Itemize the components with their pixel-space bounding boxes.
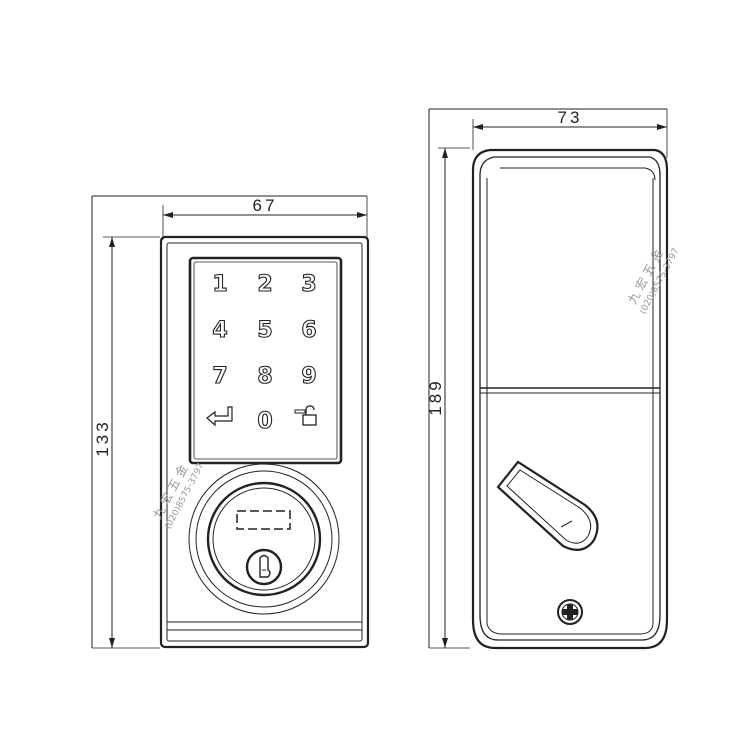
keypad-key-6[interactable]: 6: [301, 317, 317, 343]
back-width-label: 73: [558, 108, 583, 127]
keypad-key-5[interactable]: 5: [257, 317, 273, 343]
front-width-label: 67: [253, 196, 278, 215]
keypad-key-2[interactable]: 2: [257, 271, 273, 297]
front-height-dimension: 133: [91, 196, 160, 649]
thumb-turn-handle[interactable]: [496, 460, 599, 551]
keypad-key-9[interactable]: 9: [301, 363, 317, 389]
back-width-dimension: 73: [429, 108, 668, 158]
front-width-dimension: 67: [92, 195, 368, 240]
watermark-back: 九 宏 五 金 (020)8575-3797: [624, 247, 681, 316]
keypad-key-8[interactable]: 8: [257, 363, 273, 389]
screw-icon: [557, 599, 583, 625]
enter-arrow-icon[interactable]: [206, 406, 233, 427]
back-height-dimension: 189: [426, 109, 470, 649]
back-lock-body: [471, 148, 669, 650]
back-view: 73 189: [426, 108, 682, 650]
keypad-key-1[interactable]: 1: [212, 271, 228, 297]
keypad-panel: 1 2 3 4 5 6 7 8 9 0: [188, 256, 343, 465]
front-lock-body: [159, 235, 370, 649]
unlock-padlock-icon[interactable]: [294, 405, 317, 426]
back-height-label: 189: [426, 378, 445, 415]
keypad-key-7[interactable]: 7: [212, 363, 228, 389]
keyhole-icon[interactable]: [245, 548, 283, 586]
front-height-label: 133: [93, 419, 112, 456]
keypad-key-4[interactable]: 4: [212, 317, 228, 343]
keypad-key-0[interactable]: 0: [257, 408, 273, 434]
keypad-key-3[interactable]: 3: [301, 271, 317, 297]
watermark-front: 九 宏 五 金 (020)8575-3797: [149, 462, 206, 531]
deadbolt-cylinder: [188, 463, 340, 615]
